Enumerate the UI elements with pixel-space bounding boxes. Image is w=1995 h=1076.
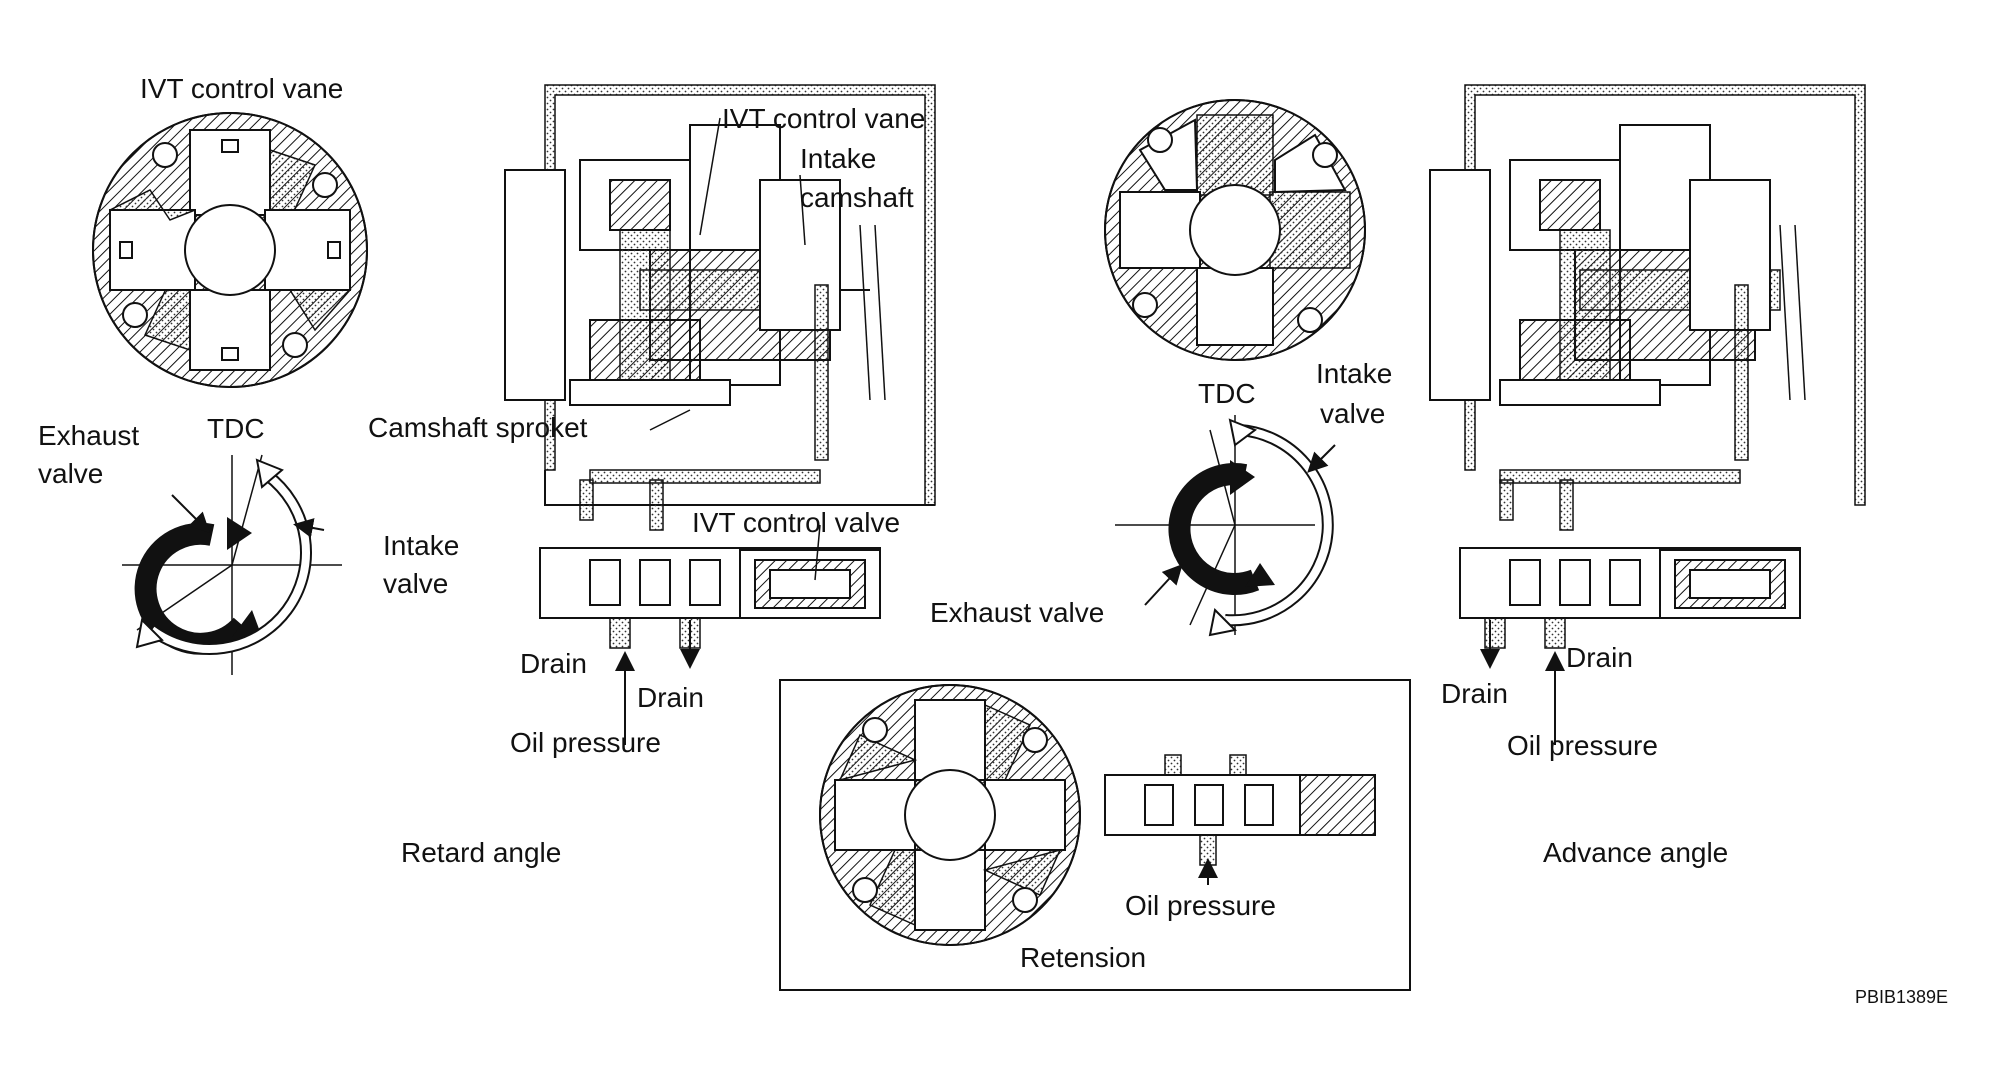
rotor-advance xyxy=(1104,99,1366,361)
label-oil-pressure-right: Oil pressure xyxy=(1507,730,1658,761)
label-ivt-control-valve: IVT control valve xyxy=(692,507,900,538)
label-drain-1: Drain xyxy=(520,648,587,679)
label-ivt-control-vane-left: IVT control vane xyxy=(140,73,343,104)
label-drain-4: Drain xyxy=(1566,642,1633,673)
ivt-control-valve-advance xyxy=(1459,547,1801,649)
label-intake-valve-left-1: Intake xyxy=(383,530,459,561)
rotor-retard xyxy=(92,112,368,388)
camshaft-section-advance xyxy=(1429,84,1866,531)
valve-retension xyxy=(1104,754,1376,866)
label-exhaust-valve-left-2: valve xyxy=(38,458,103,489)
label-exhaust-valve-right: Exhaust valve xyxy=(930,597,1104,628)
label-retension: Retension xyxy=(1020,942,1146,973)
label-intake-valve-right-1: Intake xyxy=(1316,358,1392,389)
rotor-retension xyxy=(819,684,1081,946)
ivt-control-valve-retard xyxy=(539,547,881,649)
label-oil-pressure-center: Oil pressure xyxy=(1125,890,1276,921)
label-camshaft-sproket: Camshaft sproket xyxy=(368,412,588,443)
camshaft-section-retard xyxy=(504,84,936,531)
timing-diagram-retard xyxy=(122,454,342,675)
timing-diagram-advance xyxy=(1115,415,1336,637)
figure-code: PBIB1389E xyxy=(1855,987,1948,1007)
label-retard-angle: Retard angle xyxy=(401,837,561,868)
label-tdc-right: TDC xyxy=(1198,378,1256,409)
label-drain-3: Drain xyxy=(1441,678,1508,709)
label-intake-valve-left-2: valve xyxy=(383,568,448,599)
label-tdc-left: TDC xyxy=(207,413,265,444)
label-exhaust-valve-left-1: Exhaust xyxy=(38,420,139,451)
vanes xyxy=(109,129,352,371)
label-oil-pressure-left: Oil pressure xyxy=(510,727,661,758)
retension-box xyxy=(779,679,1411,991)
label-intake-valve-right-2: valve xyxy=(1320,398,1385,429)
label-ivt-control-vane-mid: IVT control vane xyxy=(722,103,925,134)
label-intake-camshaft-2: camshaft xyxy=(800,182,914,213)
label-intake-camshaft-1: Intake xyxy=(800,143,876,174)
label-drain-2: Drain xyxy=(637,682,704,713)
label-advance-angle: Advance angle xyxy=(1543,837,1728,868)
